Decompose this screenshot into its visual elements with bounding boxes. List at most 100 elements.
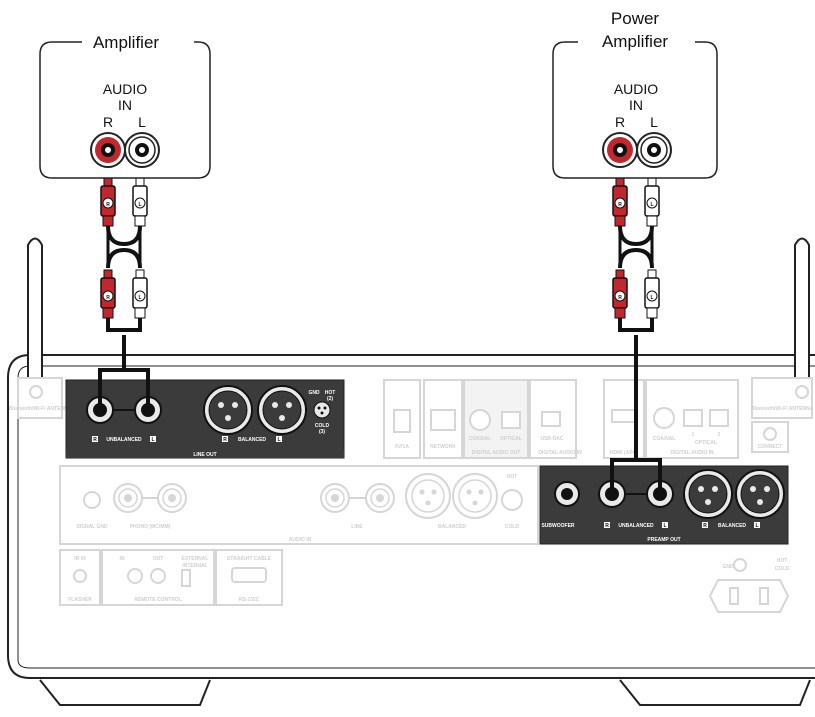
amplifier-box: Amplifier AUDIO IN R L [39, 33, 211, 179]
left-upper-r-marker [102, 197, 114, 209]
right-antenna-label: Bluetooth/Wi-Fi ANTENNA [751, 406, 814, 412]
balanced-in-label: BALANCED [438, 524, 466, 530]
coaxial-out-label: COAXIAL [469, 436, 492, 442]
left-lower-r-marker [102, 290, 114, 302]
connect-label: CONNECT [758, 444, 783, 450]
optical-in-1: 1 [692, 432, 695, 438]
preamp-unbalanced-label: UNBALANCED [618, 523, 654, 529]
left-antenna-label: Bluetooth/Wi-Fi ANTENNA [9, 406, 72, 412]
left-antenna: Bluetooth/Wi-Fi ANTENNA [9, 237, 72, 419]
hot-pin-number: (2) [327, 396, 333, 402]
amplifier-r-jack[interactable] [90, 132, 126, 168]
preamp-balanced-label: BALANCED [718, 523, 746, 529]
digital-audio-in-label-2: DIGITAL AUDIO IN [670, 450, 714, 456]
right-upper-r-text: R [618, 202, 622, 208]
amplifier-l-jack[interactable] [124, 132, 160, 168]
ir-in-label: IR IN [74, 556, 86, 562]
power-amplifier-in-label: IN [629, 97, 643, 113]
right-lower-l-text: L [650, 295, 653, 301]
rs232c-label: RS-232C [239, 597, 260, 603]
line-out-panel: R UNBALANCED L R BALANCED L GND HOT (2) … [65, 379, 345, 459]
power-amplifier-title-1: Power [611, 9, 660, 28]
cold-pin-number: (3) [319, 429, 325, 435]
right-upper-l-text: L [650, 202, 653, 208]
right-lower-r-marker [614, 290, 626, 302]
digital-audio-in-label-1: DIGITAL AUDIO IN [538, 450, 582, 456]
optical-in-2: 2 [718, 432, 721, 438]
hot-pin-label: HOT [325, 390, 336, 396]
straight-cable-label: STRAIGHT CABLE [227, 556, 272, 562]
left-upper-r-text: R [106, 202, 110, 208]
power-inlet [708, 579, 790, 613]
preamp-bal-r-mark: R [703, 523, 707, 529]
xlr-pin-diagram: GND HOT (2) COLD (3) [308, 390, 335, 435]
amplifier-title: Amplifier [93, 33, 159, 52]
right-upper-l-marker [646, 197, 658, 209]
hdmi-label: HDMI (ARC) [610, 450, 639, 456]
right-foot [619, 679, 811, 706]
remote-out-label: OUT [153, 556, 164, 562]
right-antenna: Bluetooth/Wi-Fi ANTENNA CONNECT [751, 237, 814, 453]
amplifier-r-label: R [103, 114, 113, 130]
usb-dac-label: USB-DAC [540, 436, 563, 442]
preamp-bal-l-mark: L [755, 523, 758, 529]
preamp-l-mark: L [663, 523, 666, 529]
subwoofer-label: SUBWOOFER [541, 523, 574, 529]
preamp-out-title: PREAMP OUT [647, 537, 680, 543]
line-out-r-mark: R [93, 437, 97, 443]
right-upper-r-marker [614, 197, 626, 209]
power-amplifier-audio-label: AUDIO [614, 81, 658, 97]
hot-power-label: HOT [777, 558, 788, 564]
line-out-title: LINE OUT [193, 452, 216, 458]
line-out-balanced-label: BALANCED [238, 437, 266, 443]
preamp-out-panel: SUBWOOFER R UNBALANCED L R BALANCED L PR… [539, 465, 789, 545]
line-out-bal-r-mark: R [223, 437, 227, 443]
remote-control-label: REMOTE CONTROL [134, 597, 182, 603]
gnd-pin-label: GND [308, 390, 320, 396]
line-out-unbalanced-label: UNBALANCED [106, 437, 142, 443]
power-amplifier-r-label: R [615, 114, 625, 130]
line-in-label: LINE [351, 524, 363, 530]
hot-in-label: HOT [507, 474, 518, 480]
cold-pin-label: COLD [315, 423, 330, 429]
subwoofer-jack[interactable] [554, 481, 580, 507]
remote-in-label: IN [120, 556, 125, 562]
flasher-label: FLASHER [68, 597, 92, 603]
right-rca-cable [610, 177, 662, 494]
left-lower-r-text: R [106, 295, 110, 301]
power-amplifier-l-label: L [650, 114, 658, 130]
cold-power-label: COLD [775, 566, 790, 572]
power-amplifier-l-jack[interactable] [636, 132, 672, 168]
power-amplifier-title-2: Amplifier [602, 32, 668, 51]
gnd-power-label: GND [722, 564, 734, 570]
left-rca-cable [98, 177, 150, 410]
right-lower-r-text: R [618, 295, 622, 301]
line-out-bal-l-mark: L [277, 437, 280, 443]
signal-gnd-label: SIGNAL GND [76, 524, 108, 530]
left-lower-l-text: L [138, 295, 141, 301]
audio-in-label: AUDIO IN [289, 537, 312, 543]
internal-label: INTERNAL [182, 563, 207, 569]
power-amplifier-r-jack[interactable] [602, 132, 638, 168]
amplifier-l-label: L [138, 114, 146, 130]
left-upper-l-text: L [138, 202, 141, 208]
coaxial-in-label: COAXIAL [653, 436, 676, 442]
digital-audio-out-label: DIGITAL AUDIO OUT [472, 450, 521, 456]
phono-label: PHONO (MC/MM) [130, 524, 171, 530]
right-lower-l-marker [646, 290, 658, 302]
preamp-r-mark: R [605, 523, 609, 529]
optical-in-label: OPTICAL [695, 440, 717, 446]
faded-rear-panel: 5V/1A NETWORK COAXIAL OPTICAL DIGITAL AU… [59, 379, 790, 613]
left-foot [39, 679, 211, 706]
cold-in-label: COLD [505, 524, 520, 530]
line-out-l-mark: L [151, 437, 154, 443]
amplifier-audio-label: AUDIO [103, 81, 147, 97]
amplifier-in-label: IN [118, 97, 132, 113]
optical-out-label: OPTICAL [500, 436, 522, 442]
power-amplifier-box: Power Amplifier AUDIO IN R L [552, 9, 718, 179]
external-label: EXTERNAL [182, 556, 209, 562]
left-lower-l-marker [134, 290, 146, 302]
usb-label: 5V/1A [395, 444, 409, 450]
